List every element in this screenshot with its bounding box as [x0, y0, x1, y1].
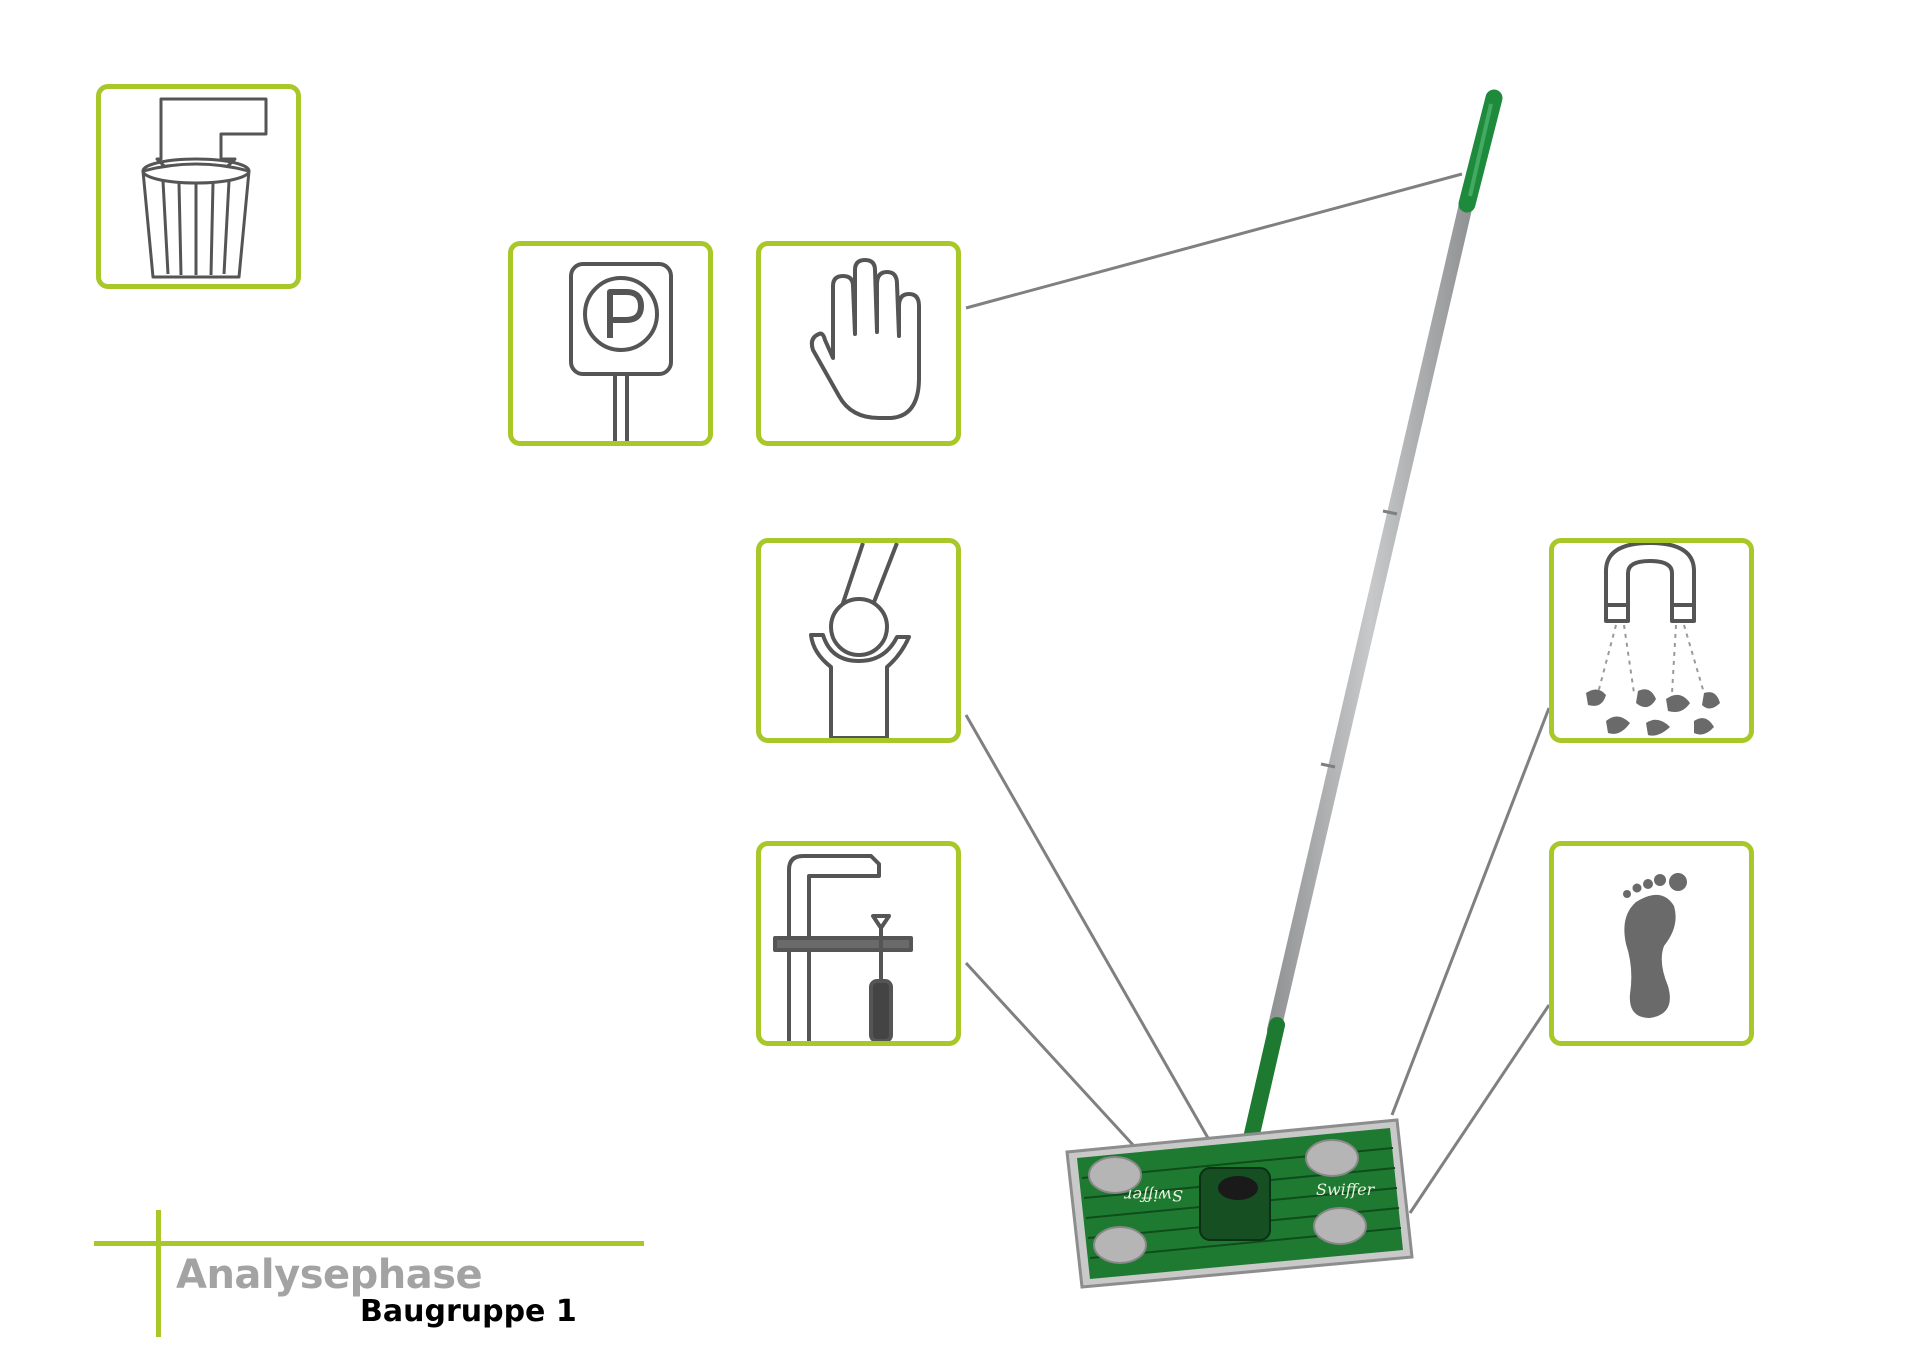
mop-pole [1238, 89, 1503, 1168]
clamp-icon [756, 841, 961, 1046]
connector-clamp [964, 961, 1147, 1160]
connector-hand [965, 172, 1463, 310]
mop-grip-pad [1093, 1226, 1147, 1264]
mop-grip-pad [1305, 1139, 1359, 1177]
ball-joint-icon [756, 538, 961, 743]
pole-joint [1382, 509, 1398, 516]
footer-title: Analysephase [176, 1252, 483, 1298]
brand-label: Swiffer [1316, 1180, 1376, 1199]
footer-rule-horizontal [94, 1241, 644, 1246]
connector-magnet [1390, 707, 1551, 1116]
footer-subtitle: Baugruppe 1 [360, 1294, 577, 1329]
connector-footprint [1408, 1004, 1551, 1214]
parking-sign-icon [508, 241, 713, 446]
magnet-icon [1549, 538, 1754, 743]
footprint-icon [1549, 841, 1754, 1046]
pole-joint [1320, 762, 1336, 769]
mop-head: Swiffer Swiffer [1065, 1118, 1414, 1289]
connector-joint [964, 714, 1234, 1181]
brand-label: Swiffer [1123, 1186, 1183, 1205]
footer-rule-vertical [156, 1210, 161, 1337]
mop-grip-pad [1313, 1207, 1367, 1245]
waste-bin-icon [96, 84, 301, 289]
mop-grip-pad [1088, 1156, 1142, 1194]
connector-lines [964, 172, 1551, 1214]
hand-icon [756, 241, 961, 446]
